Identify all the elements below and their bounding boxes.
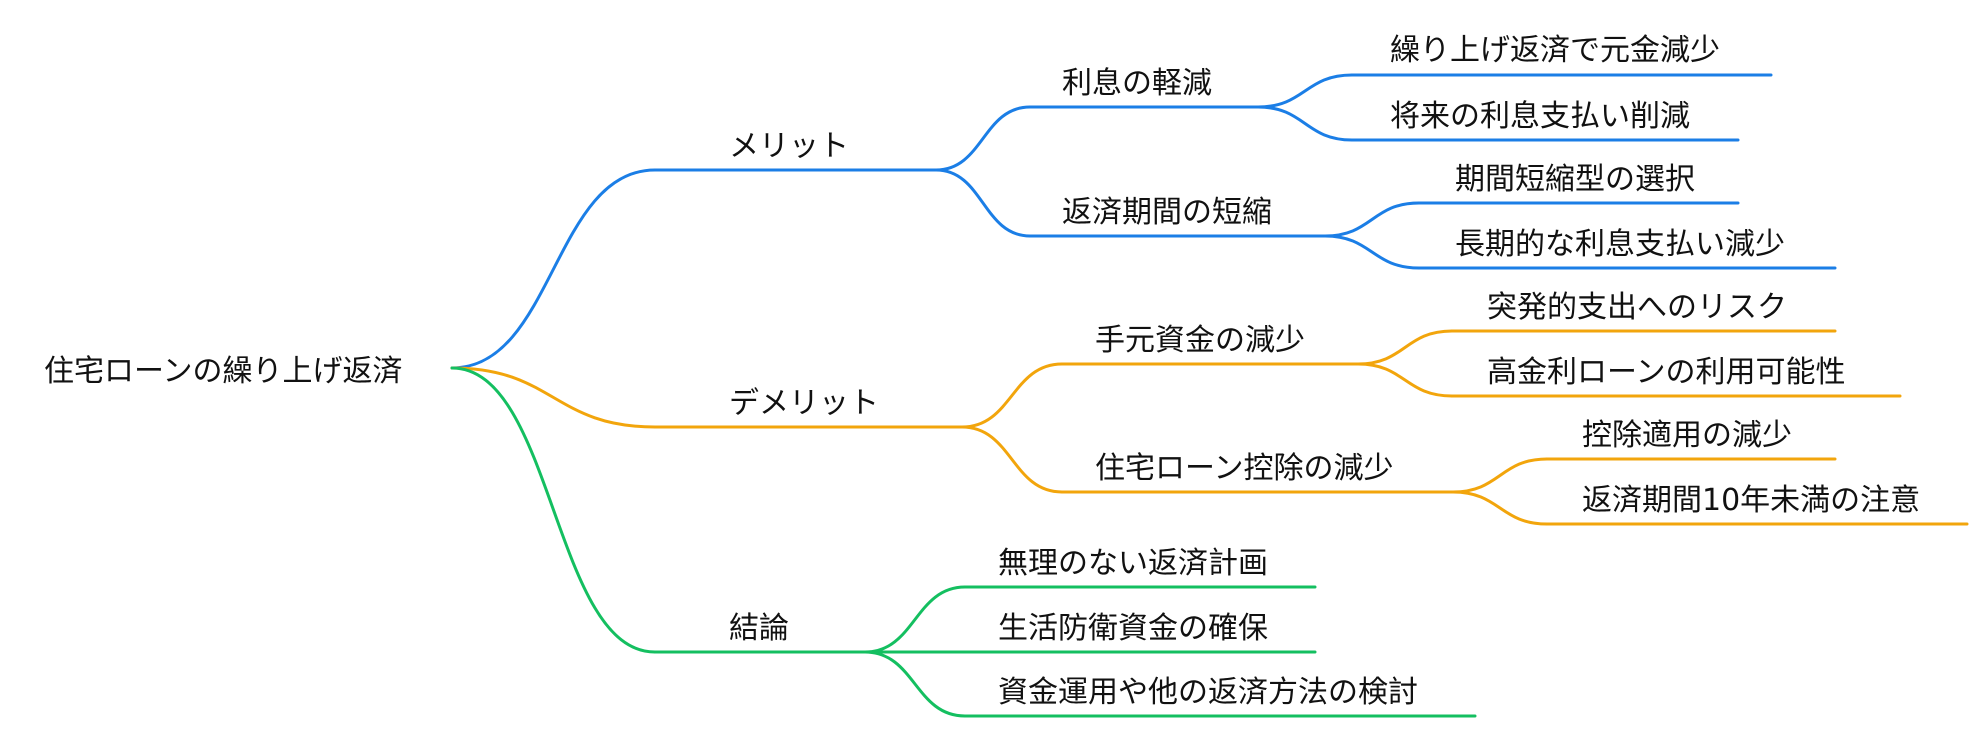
link-period-leaf1 — [1323, 201, 1421, 238]
leaf-alternative-methods: 資金運用や他の返済方法の検討 — [998, 675, 1418, 710]
topic-period-shortening: 返済期間の短縮 — [1062, 195, 1272, 230]
link-demerit-cash — [960, 362, 1064, 429]
link-cash-leaf2 — [1356, 362, 1454, 398]
leaf-term-shortening-choice: 期間短縮型の選択 — [1455, 162, 1695, 197]
leaf-unexpected-expense-risk: 突発的支出へのリスク — [1487, 290, 1787, 325]
link-deduction-leaf2 — [1451, 490, 1549, 526]
topic-cash-decrease: 手元資金の減少 — [1095, 323, 1305, 358]
leaf-under-10-years-caution: 返済期間10年未満の注意 — [1582, 483, 1920, 518]
topic-deduction-decrease: 住宅ローン控除の減少 — [1095, 451, 1394, 486]
link-demerit-deduction — [960, 425, 1064, 494]
link-conclusion-leaf1 — [863, 585, 967, 654]
leaf-deduction-applicability: 控除適用の減少 — [1582, 418, 1792, 453]
branch-merit: メリット — [729, 129, 849, 164]
branch-demerit: デメリット — [729, 386, 879, 421]
link-interest-leaf1 — [1256, 73, 1354, 109]
link-root-conclusion — [450, 366, 657, 654]
leaf-principal-reduction: 繰り上げ返済で元金減少 — [1390, 33, 1720, 68]
leaf-high-interest-loan: 高金利ローンの利用可能性 — [1487, 355, 1846, 390]
link-period-leaf2 — [1323, 234, 1421, 270]
leaf-future-interest-cut: 将来の利息支払い削減 — [1390, 99, 1690, 134]
link-merit-interest — [934, 105, 1032, 172]
link-merit-period — [934, 168, 1032, 238]
link-cash-leaf1 — [1356, 329, 1454, 366]
leaf-reasonable-plan: 無理のない返済計画 — [998, 546, 1268, 581]
branch-conclusion: 結論 — [729, 611, 789, 646]
link-interest-leaf2 — [1256, 105, 1354, 142]
link-root-demerit — [450, 366, 657, 429]
topic-interest-reduction: 利息の軽減 — [1062, 66, 1212, 101]
leaf-emergency-fund: 生活防衛資金の確保 — [998, 611, 1268, 646]
leaf-long-term-interest: 長期的な利息支払い減少 — [1455, 227, 1785, 262]
connector-lines — [450, 73, 1969, 718]
link-deduction-leaf1 — [1451, 457, 1549, 494]
link-root-merit — [450, 168, 657, 370]
link-conclusion-leaf3 — [863, 650, 967, 718]
root-topic: 住宅ローンの繰り上げ返済 — [44, 354, 403, 389]
